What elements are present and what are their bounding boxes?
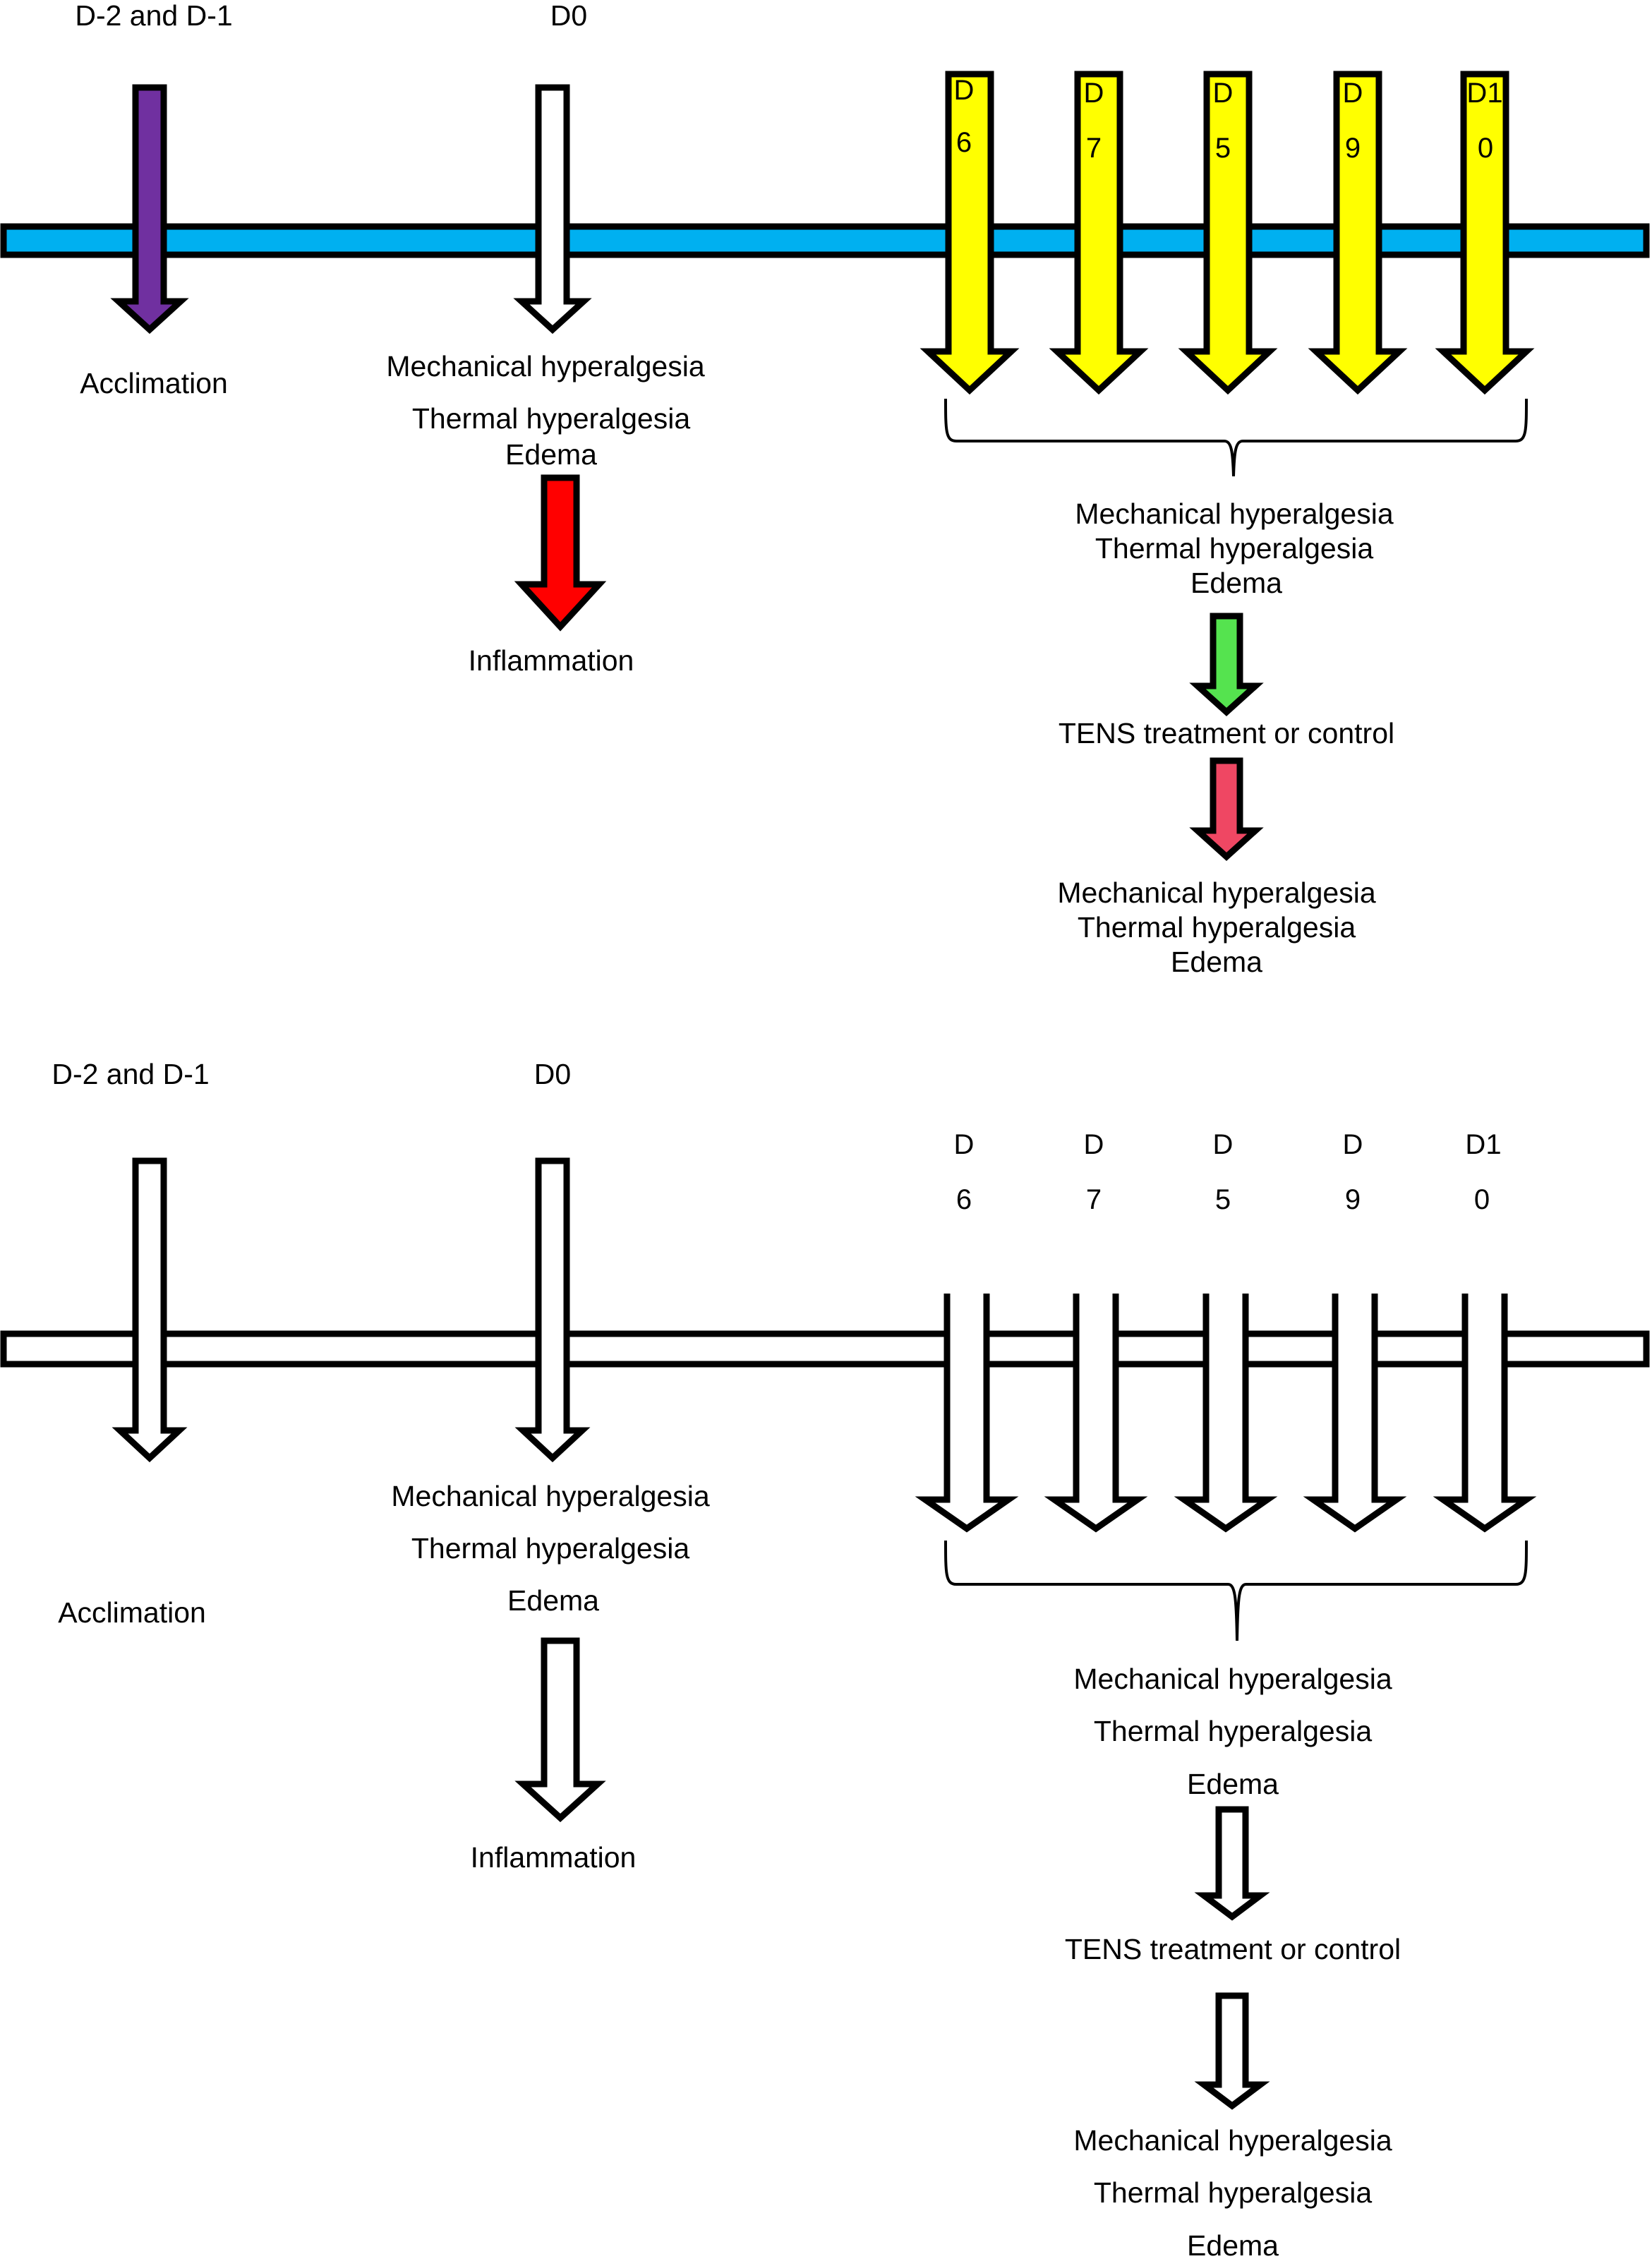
panel-top xyxy=(0,71,1650,862)
panel-bottom xyxy=(0,1157,1650,2110)
top-day-4-line1: D xyxy=(1342,78,1363,109)
bottom-day-4-line2: 9 xyxy=(1344,1184,1361,1215)
bracket-bottom xyxy=(944,1540,1528,1641)
bottom-day-arrow-icon-2 xyxy=(1044,1294,1148,1533)
bottom-baseline-measure-2: Thermal hyperalgesia xyxy=(411,1532,690,1565)
post-treatment-arrow-icon xyxy=(1189,757,1264,862)
timeline-bar-bottom xyxy=(0,1330,1650,1368)
top-post-treatment-measure-3: Edema xyxy=(1171,946,1262,978)
bottom-day-2-line2: 7 xyxy=(1085,1184,1102,1215)
top-acclimation-label: Acclimation xyxy=(80,367,228,399)
bottom-day-5-line2: 0 xyxy=(1473,1184,1490,1215)
top-pre-label: D-2 and D-1 xyxy=(75,0,233,32)
bottom-day-arrow-icon-5-fill xyxy=(1443,1294,1526,1529)
bottom-post-treatment-measure-3: Edema xyxy=(1187,2229,1279,2262)
inflammation-arrow-icon xyxy=(514,474,607,632)
bottom-day-arrow-icon-4-fill xyxy=(1313,1294,1397,1529)
top-day-2-line2: 7 xyxy=(1085,133,1102,164)
top-day-5-line2: 0 xyxy=(1477,133,1494,164)
bottom-acclimation-label: Acclimation xyxy=(58,1596,206,1629)
bottom-treatment-label: TENS treatment or control xyxy=(1064,1933,1401,1965)
bottom-day-1-line1: D xyxy=(953,1129,975,1160)
bottom-pre-treatment-measure-1: Mechanical hyperalgesia xyxy=(1073,1663,1392,1695)
bottom-day-arrow-icon-1-fill xyxy=(925,1294,1008,1529)
treatment-arrow-icon xyxy=(1189,613,1264,717)
bracket-top xyxy=(944,398,1528,477)
bottom-pre-label: D-2 and D-1 xyxy=(52,1058,210,1090)
day-arrow-icon-4 xyxy=(1308,71,1408,395)
top-day-1-line2: 6 xyxy=(955,127,972,158)
bottom-pre-treatment-measure-3: Edema xyxy=(1187,1768,1279,1800)
bottom-inflammation-arrow-icon xyxy=(514,1637,606,1823)
bottom-day-arrow-icon-4 xyxy=(1303,1294,1407,1533)
top-day-4-line2: 9 xyxy=(1344,133,1361,164)
bottom-treatment-arrow-icon xyxy=(1194,1806,1270,1921)
bottom-day-4-line1: D xyxy=(1342,1129,1363,1160)
top-baseline-measure-3: Edema xyxy=(505,438,597,471)
bottom-pre-treatment-measure-2: Thermal hyperalgesia xyxy=(1093,1715,1373,1747)
acclimation-arrow-icon xyxy=(110,84,189,335)
top-pre-treatment-measure-2: Thermal hyperalgesia xyxy=(1095,532,1374,565)
bottom-day-2-line1: D xyxy=(1083,1129,1104,1160)
bottom-day-arrow-icon-1 xyxy=(915,1294,1019,1533)
bottom-baseline-measure-1: Mechanical hyperalgesia xyxy=(391,1480,710,1512)
bottom-inflammation-label: Inflammation xyxy=(470,1841,637,1874)
bottom-d0-arrow-icon xyxy=(514,1157,591,1463)
bottom-day-arrow-icon-2-fill xyxy=(1054,1294,1138,1529)
top-pre-treatment-measure-3: Edema xyxy=(1190,567,1282,599)
top-post-treatment-measure-1: Mechanical hyperalgesia xyxy=(1057,876,1376,909)
top-post-treatment-measure-2: Thermal hyperalgesia xyxy=(1077,911,1356,944)
bottom-day-arrow-icon-3 xyxy=(1174,1294,1278,1533)
bottom-acclimation-arrow-icon xyxy=(111,1157,188,1463)
bottom-day-arrow-icon-5 xyxy=(1433,1294,1537,1533)
top-baseline-measure-2: Thermal hyperalgesia xyxy=(411,402,691,435)
top-day-5-line1: D1 xyxy=(1466,78,1503,109)
d0-arrow-icon xyxy=(513,84,592,335)
top-inflammation-label: Inflammation xyxy=(468,644,634,677)
top-day-3-line2: 5 xyxy=(1214,133,1231,164)
bottom-day-3-line2: 5 xyxy=(1214,1184,1231,1215)
bottom-day-5-line1: D1 xyxy=(1465,1129,1502,1160)
day-arrow-icon-2 xyxy=(1049,71,1149,395)
bottom-post-treatment-measure-2: Thermal hyperalgesia xyxy=(1093,2176,1373,2209)
bottom-post-treatment-arrow-icon xyxy=(1194,1992,1270,2110)
top-day-1-line1: D xyxy=(953,75,975,106)
top-d0-label: D0 xyxy=(550,0,588,32)
day-arrow-icon-1 xyxy=(920,71,1020,395)
top-pre-treatment-measure-1: Mechanical hyperalgesia xyxy=(1075,498,1394,530)
bottom-day-3-line1: D xyxy=(1212,1129,1234,1160)
bottom-baseline-measure-3: Edema xyxy=(507,1584,599,1617)
top-day-2-line1: D xyxy=(1083,78,1104,109)
top-treatment-label: TENS treatment or control xyxy=(1058,717,1395,749)
bottom-post-treatment-measure-1: Mechanical hyperalgesia xyxy=(1073,2124,1392,2157)
bottom-day-arrow-icon-3-fill xyxy=(1184,1294,1267,1529)
timeline-bar-top xyxy=(0,223,1650,258)
day-arrow-icon-5 xyxy=(1435,71,1535,395)
day-arrow-icon-3 xyxy=(1178,71,1278,395)
top-baseline-measure-1: Mechanical hyperalgesia xyxy=(386,350,705,382)
top-day-3-line1: D xyxy=(1212,78,1234,109)
bottom-d0-label: D0 xyxy=(533,1058,572,1090)
bottom-day-1-line2: 6 xyxy=(955,1184,972,1215)
